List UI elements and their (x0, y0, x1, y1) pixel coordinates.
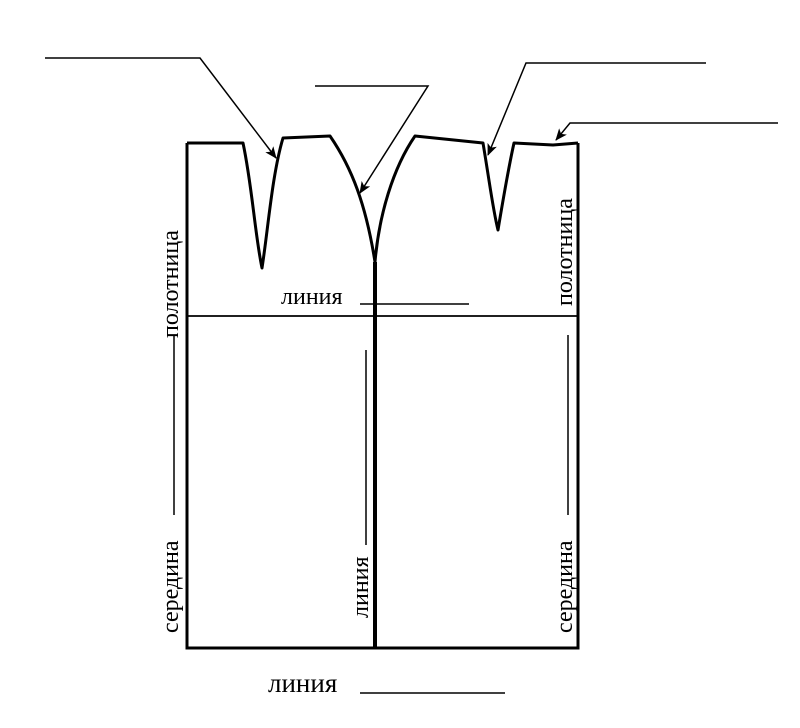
leader-line-1 (45, 57, 277, 159)
leader-line-3 (487, 62, 706, 156)
label-right-polotnitsa: полотница (552, 198, 578, 306)
label-left-polotnitsa: полотница (158, 230, 184, 338)
label-left-seredina: середина (158, 540, 184, 633)
label-center-liniya: линия (348, 556, 374, 618)
label-right-seredina: середина (552, 540, 578, 633)
leader-line-2 (315, 85, 430, 194)
skirt-outline (185, 143, 580, 650)
waist-line-with-darts (187, 134, 579, 270)
label-hip-liniya: линия (281, 284, 343, 310)
label-bottom-liniya: линия (268, 668, 337, 698)
leader-line-4 (555, 122, 778, 141)
